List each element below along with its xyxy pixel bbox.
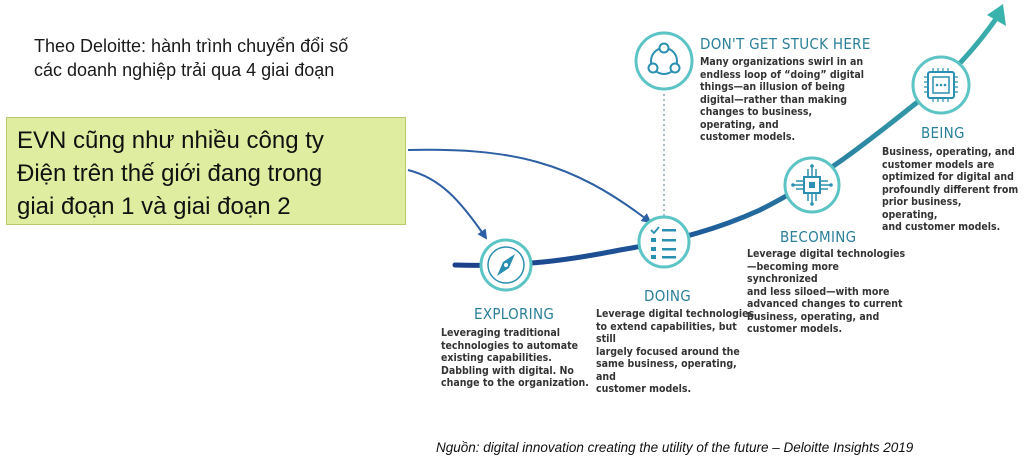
becoming-line-5: business, operating, and	[747, 310, 880, 323]
callout-line-2: Điện trên thế giới đang trong	[17, 160, 323, 187]
becoming-description: Leverage digital technologies —becoming …	[747, 248, 907, 336]
stuck-title: DON'T GET STUCK HERE	[700, 35, 871, 53]
becoming-line-6: customer models.	[747, 323, 843, 335]
exploring-line-3: existing capabilities.	[441, 352, 552, 364]
stuck-line-6: customer models.	[700, 131, 796, 143]
stuck-line-5: changes to business, operating, and	[700, 106, 813, 131]
intro-line-1: Theo Deloitte: hành trình chuyển đổi số	[34, 36, 349, 56]
connector-to-doing	[407, 148, 652, 224]
exploring-description: Leveraging traditional technologies to a…	[441, 327, 591, 390]
intro-text: Theo Deloitte: hành trình chuyển đổi số …	[34, 34, 348, 82]
exploring-title: EXPLORING	[474, 305, 555, 323]
exploring-line-4: Dabbling with digital. No	[441, 364, 574, 377]
being-line-3: optimized for digital and	[882, 171, 1014, 183]
stuck-line-4: digital—rather than making	[700, 93, 848, 106]
circuit-chip-icon	[783, 156, 841, 214]
being-title: BEING	[921, 124, 965, 142]
stuck-line-3: things—an illusion of being	[700, 81, 846, 93]
becoming-line-2: —becoming more synchronized	[747, 260, 839, 286]
journey-curve-arrowhead	[987, 4, 1006, 26]
doing-line-4: same business, operating, and	[596, 358, 737, 383]
connector-to-exploring	[407, 169, 488, 240]
compass-icon	[479, 238, 533, 292]
doing-line-1: Leverage digital technologies	[596, 308, 755, 320]
doing-line-2: to extend capabilities, but still	[596, 320, 737, 346]
being-description: Business, operating, and customer models…	[882, 146, 1020, 234]
doing-line-5: customer models.	[596, 383, 692, 395]
stuck-line-1: Many organizations swirl in an	[700, 56, 864, 68]
becoming-line-1: Leverage digital technologies	[747, 248, 906, 260]
callout-line-1: EVN cũng như nhiều công ty	[17, 127, 324, 154]
cycle-icon	[634, 31, 694, 91]
becoming-title: BECOMING	[780, 228, 857, 246]
doing-description: Leverage digital technologies to extend …	[596, 308, 756, 396]
source-citation: Nguồn: digital innovation creating the u…	[436, 440, 914, 455]
evn-callout-box: EVN cũng như nhiều công ty Điện trên thế…	[6, 117, 406, 225]
stuck-description: Many organizations swirl in an endless l…	[700, 56, 870, 144]
being-line-1: Business, operating, and	[882, 146, 1015, 158]
becoming-line-4: advanced changes to current	[747, 298, 903, 310]
being-line-2: customer models are	[882, 158, 995, 171]
exploring-line-5: change to the organization.	[441, 377, 589, 389]
exploring-line-2: technologies to automate	[441, 339, 579, 352]
being-line-4: profoundly different from	[882, 183, 1019, 196]
being-line-5: prior business, operating,	[882, 196, 962, 221]
checklist-icon	[637, 215, 691, 269]
becoming-line-3: and less siloed—with more	[747, 285, 890, 298]
processor-icon	[911, 55, 971, 115]
doing-line-3: largely focused around the	[596, 345, 740, 358]
stuck-line-2: endless loop of “doing” digital	[700, 68, 865, 81]
doing-title: DOING	[644, 287, 692, 305]
callout-line-3: giai đoạn 1 và giai đoạn 2	[17, 193, 291, 220]
being-line-6: and customer models.	[882, 221, 1001, 233]
exploring-line-1: Leveraging traditional	[441, 327, 560, 339]
intro-line-2: các doanh nghiệp trải qua 4 giai đoạn	[34, 60, 335, 80]
